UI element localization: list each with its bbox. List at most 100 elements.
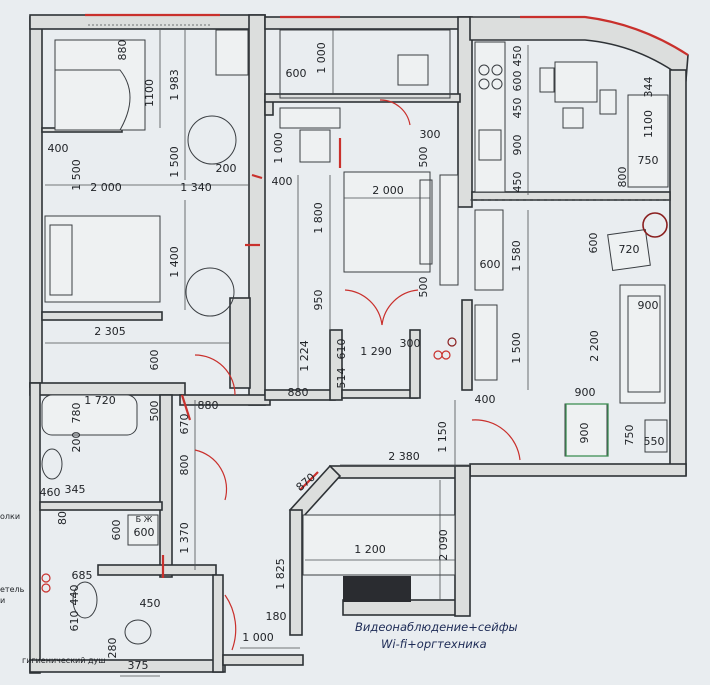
dimension-label-d880b: 880 [198, 399, 219, 412]
entry-wardrobe [302, 514, 456, 576]
wall-kitchen-living [471, 191, 671, 201]
bed-2 [343, 171, 431, 273]
walls [29, 14, 689, 674]
round-rug-2 [185, 267, 235, 317]
door-wc [224, 594, 237, 651]
dimension-label-d450b: 450 [511, 46, 524, 67]
armchair-living-1 [607, 228, 651, 272]
kitchen-counter [474, 41, 506, 193]
window-kitchen-arc [584, 15, 689, 56]
dimension-label-d2090: 2 090 [437, 529, 450, 561]
dimension-label-d460: 460 [40, 486, 61, 499]
wall-wardrobe-bedroom1 [41, 311, 163, 321]
dimension-label-d900b: 900 [638, 299, 659, 312]
wall-bedroom-bottom [179, 394, 271, 406]
dimension-label-d610b: 610 [335, 339, 348, 360]
dimension-lines [45, 24, 670, 677]
socket-5 [41, 583, 51, 593]
dimension-label-d1000b: 1 000 [315, 42, 328, 74]
dimension-label-d2200: 2 200 [588, 330, 601, 362]
wall-wc-bottom [29, 659, 226, 673]
stove-burner-2 [491, 64, 503, 76]
wall-bedroom2-bottom [329, 329, 343, 401]
bed-1-pillow [49, 224, 73, 296]
shelf-living [474, 304, 498, 381]
wall-bath-right [159, 394, 173, 578]
dimension-label-d500b: 500 [417, 147, 430, 168]
dimension-label-d720: 720 [619, 243, 640, 256]
sockets [41, 337, 609, 593]
dimension-label-d500c: 500 [417, 277, 430, 298]
dimension-label-d400b: 400 [272, 175, 293, 188]
edge-tel: етель [0, 585, 25, 594]
dimension-label-d900a: 900 [511, 135, 524, 156]
chair-1 [539, 67, 555, 93]
kitchen-sink [478, 129, 502, 161]
wall-bedroom1-closet [229, 297, 251, 389]
dimension-label-d1720: 1 720 [84, 394, 116, 407]
wall-top-middle [264, 16, 471, 30]
dimension-label-d880c: 880 [288, 386, 309, 399]
shower-tray [215, 29, 249, 76]
sofa-curve [55, 69, 131, 131]
dimension-label-d180: 180 [266, 610, 287, 623]
dimension-label-d780: 780 [70, 403, 83, 424]
door-leaf-bedroom1 [180, 394, 192, 421]
dimension-label-d450d: 450 [511, 172, 524, 193]
note-line-2: Wi-fi+оргтехника [381, 637, 487, 651]
dimension-label-d400c: 400 [475, 393, 496, 406]
bed-2-pillow [419, 179, 433, 265]
dimension-label-d1290: 1 290 [360, 345, 392, 358]
wall-bottom-living [469, 463, 687, 477]
dimension-label-d600a: 600 [148, 350, 161, 371]
dimension-label-d950: 950 [312, 290, 325, 311]
toilet [72, 581, 98, 619]
dimension-label-d1150: 1 150 [436, 421, 449, 453]
wall-entry-bottom [342, 599, 469, 616]
dimension-label-d300a: 300 [420, 128, 441, 141]
round-table-living [642, 212, 668, 238]
sofa-seat [627, 295, 661, 393]
round-rug-1 [187, 115, 237, 165]
dimension-label-d1500c: 1 500 [510, 332, 523, 364]
edge-i: и [0, 596, 5, 605]
wall-right [669, 69, 687, 476]
note-line-1: Видеонаблюдение+сейфы [355, 620, 518, 634]
dimension-label-d670: 670 [178, 414, 191, 435]
dimension-label-d1400: 1 400 [168, 246, 181, 278]
wall-bath-wc [39, 501, 163, 511]
door-living [471, 419, 521, 461]
dimension-label-d450a: 450 [140, 597, 161, 610]
dimension-label-d1370: 1 370 [178, 522, 191, 554]
outlet-frame [565, 403, 609, 457]
doors [85, 13, 689, 651]
dimension-label-d1800: 1 800 [312, 202, 325, 234]
dimension-label-d450c: 450 [511, 98, 524, 119]
entry-bench [343, 576, 411, 602]
sink-wc [124, 619, 152, 645]
balcony-rail [279, 29, 451, 99]
desk-bedroom2 [279, 107, 341, 129]
stove-burner-1 [478, 64, 490, 76]
dimension-label-d600e: 600 [511, 71, 524, 92]
armchair-bedroom2 [299, 129, 331, 163]
dimension-label-d880a: 880 [116, 40, 129, 61]
door-bath [194, 449, 228, 501]
dimension-label-d800b: 800 [616, 167, 629, 188]
door-bedroom2-right [381, 289, 419, 326]
dimension-label-d1983: 1 983 [168, 69, 181, 101]
dimension-label-d345: 345 [65, 483, 86, 496]
dimension-label-d500a: 500 [148, 401, 161, 422]
dimension-label-d2000b: 2 000 [372, 184, 404, 197]
dimension-label-d1580: 1 580 [510, 240, 523, 272]
socket-4 [41, 573, 51, 583]
tv-stand [474, 209, 504, 291]
chair-2 [599, 89, 617, 115]
sofa-bedroom1 [54, 39, 146, 131]
dimension-label-d600b: 600 [110, 520, 123, 541]
dimension-label-d550: 550 [644, 435, 665, 448]
wall-top-left [29, 14, 266, 30]
dimension-label-d2000a: 2 000 [90, 181, 122, 194]
coffee-table [644, 419, 668, 453]
wall-bottom-left-corridor [222, 654, 304, 666]
